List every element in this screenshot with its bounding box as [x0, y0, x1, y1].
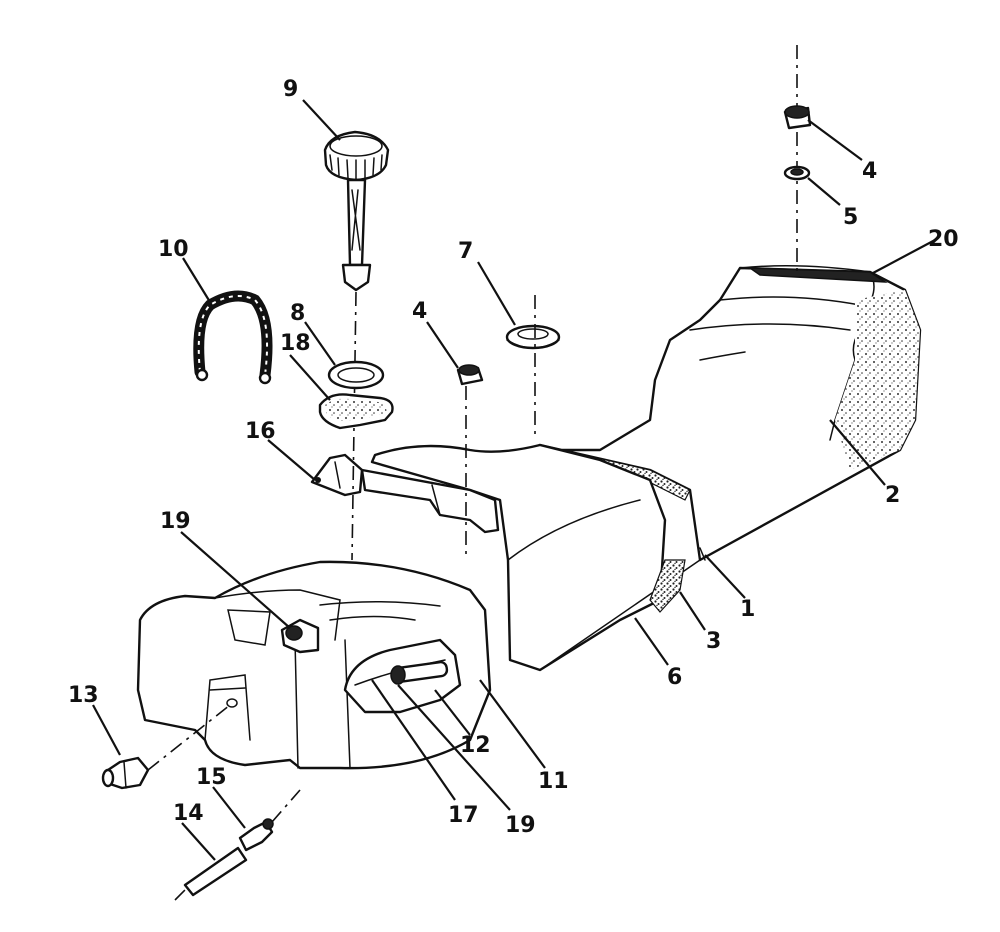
washer-part	[783, 165, 811, 181]
line-fitting-part	[238, 789, 301, 852]
callout-17: 17	[448, 803, 479, 828]
nut-part-right	[783, 45, 812, 275]
callout-19-bottom: 19	[505, 813, 536, 838]
callout-13: 13	[68, 683, 99, 708]
callout-16: 16	[245, 419, 276, 444]
callout-12: 12	[460, 733, 491, 758]
outlet-valve-part	[101, 704, 231, 790]
callout-6: 6	[667, 665, 682, 690]
callout-3: 3	[706, 629, 721, 654]
fuel-cap-part	[323, 130, 390, 561]
filler-flange-part	[318, 393, 394, 430]
grommet-part	[505, 295, 561, 440]
nut-part-left	[456, 364, 484, 560]
callout-7: 7	[458, 239, 473, 264]
tank-fittings	[280, 618, 449, 685]
callout-11: 11	[538, 769, 569, 794]
callout-2: 2	[885, 483, 900, 508]
callout-5: 5	[843, 205, 858, 230]
seat-pan-part	[370, 443, 706, 672]
callout-8: 8	[290, 301, 305, 326]
callout-10: 10	[158, 237, 189, 262]
callout-19-top: 19	[160, 509, 191, 534]
callout-1: 1	[740, 597, 755, 622]
callout-4-left: 4	[412, 299, 427, 324]
callout-15: 15	[196, 765, 227, 790]
fuel-line-part	[174, 846, 248, 901]
rail-bracket-part	[310, 453, 500, 534]
callout-9: 9	[283, 77, 298, 102]
callout-14: 14	[173, 801, 204, 826]
callout-20: 20	[928, 227, 959, 252]
leader-lines	[92, 99, 936, 861]
callout-4-right: 4	[862, 159, 877, 184]
cap-chain-part	[193, 290, 273, 385]
callout-18: 18	[280, 331, 311, 356]
gasket-part	[327, 360, 385, 390]
